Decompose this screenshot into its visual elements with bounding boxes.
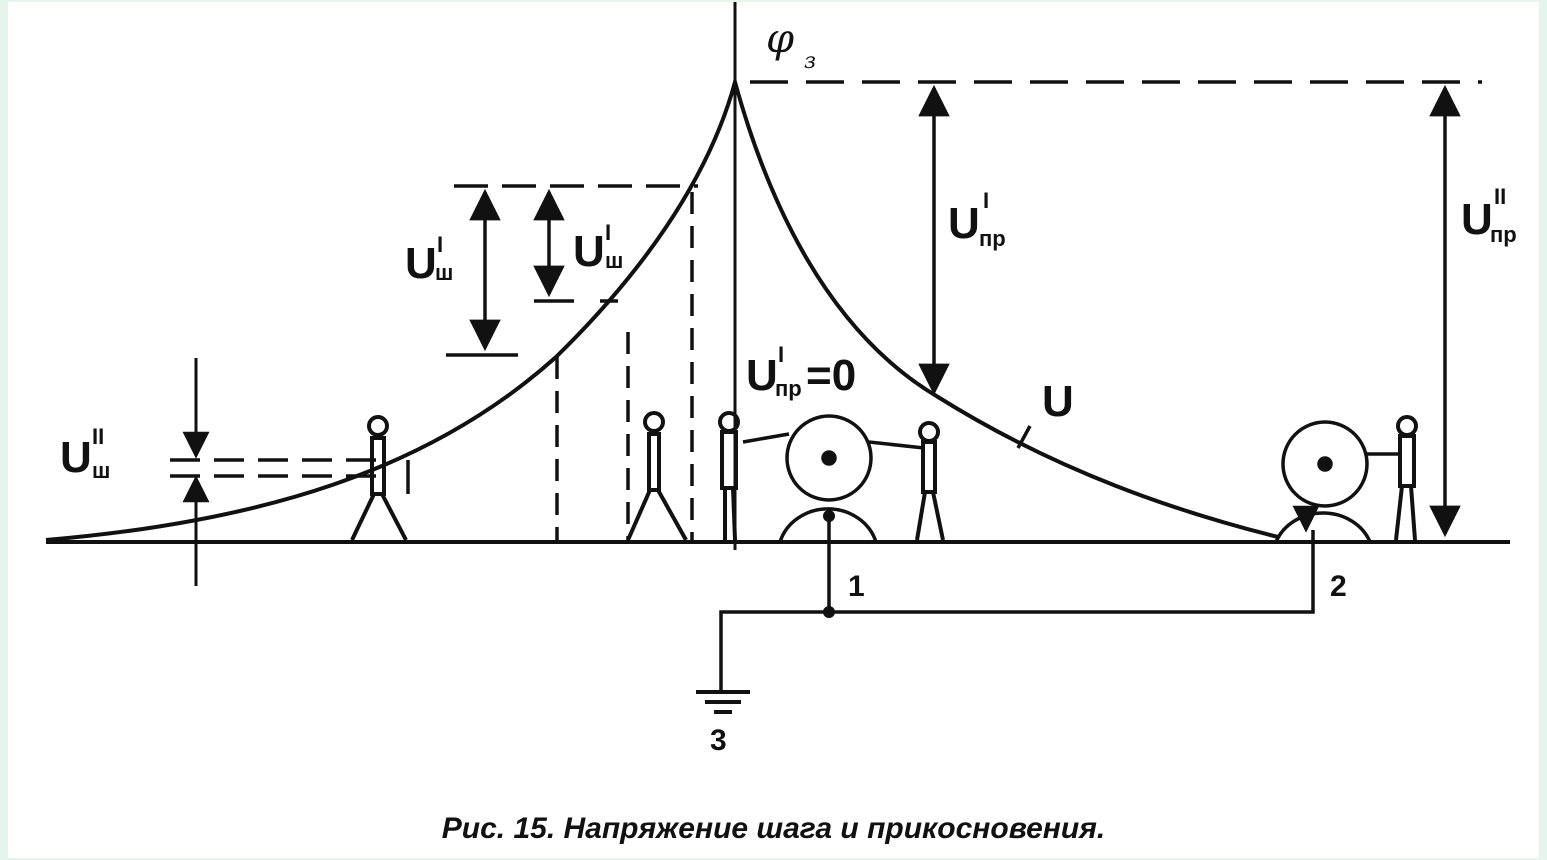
svg-text:пр: пр xyxy=(979,226,1006,251)
person-touch-far-icon xyxy=(1394,415,1418,541)
svg-text:ш: ш xyxy=(605,248,623,273)
curve-u-tick xyxy=(1016,425,1032,449)
svg-text:U: U xyxy=(60,433,92,482)
touch-voltage-label-2: U II пр xyxy=(1461,184,1517,247)
ground-wire xyxy=(719,530,1315,692)
potential-curve xyxy=(45,74,1279,542)
svg-text:I: I xyxy=(437,232,443,257)
svg-text:II: II xyxy=(1494,184,1506,209)
svg-text:I: I xyxy=(605,220,611,245)
svg-text:U: U xyxy=(948,199,980,248)
svg-text:пр: пр xyxy=(775,376,802,401)
ground-3-label: 3 xyxy=(710,724,727,757)
svg-text:U: U xyxy=(573,227,605,276)
electrode-1-node xyxy=(823,510,835,522)
figure-canvas: φ з U I ш U I ш U I пр U II пр U I пр =0… xyxy=(8,2,1539,858)
svg-text:пр: пр xyxy=(1490,222,1517,247)
person-step-near-icon xyxy=(626,411,688,541)
svg-text:U: U xyxy=(1461,195,1493,244)
step-voltage-label-2: U II ш xyxy=(60,424,110,483)
step-voltage-label-1b: U I ш xyxy=(573,220,623,276)
svg-text:I: I xyxy=(778,342,784,367)
svg-text:ш: ш xyxy=(92,458,110,483)
step-and-touch-voltage-diagram: φ з U I ш U I ш U I пр U II пр U I пр =0… xyxy=(45,2,1517,757)
step-voltage-label-1: U I ш xyxy=(405,232,453,288)
person-touch-mid-icon xyxy=(915,421,945,541)
svg-text:U: U xyxy=(746,351,778,400)
svg-text:II: II xyxy=(92,424,104,449)
equipment-1-icon xyxy=(742,414,925,543)
ground-symbol-icon xyxy=(696,690,750,714)
phi-label: φ xyxy=(766,16,794,62)
person-step-far-icon xyxy=(350,415,408,541)
person-touch-center-icon xyxy=(718,411,740,541)
electrode-2-label: 2 xyxy=(1330,570,1347,603)
equipment-2-icon xyxy=(1274,420,1401,543)
svg-text:ш: ш xyxy=(435,260,453,285)
touch-voltage-label-1: U I пр xyxy=(948,188,1006,251)
svg-text:I: I xyxy=(983,188,989,213)
electrode-1-label: 1 xyxy=(848,570,865,603)
touch-voltage-zero-label: U I пр =0 xyxy=(746,342,856,401)
svg-text:U: U xyxy=(405,239,437,288)
svg-text:=0: =0 xyxy=(806,351,856,400)
phi-subscript: з xyxy=(804,49,816,74)
figure-caption: Рис. 15. Напряжение шага и прикосновения… xyxy=(441,812,1106,845)
curve-u-label: U xyxy=(1042,377,1074,426)
